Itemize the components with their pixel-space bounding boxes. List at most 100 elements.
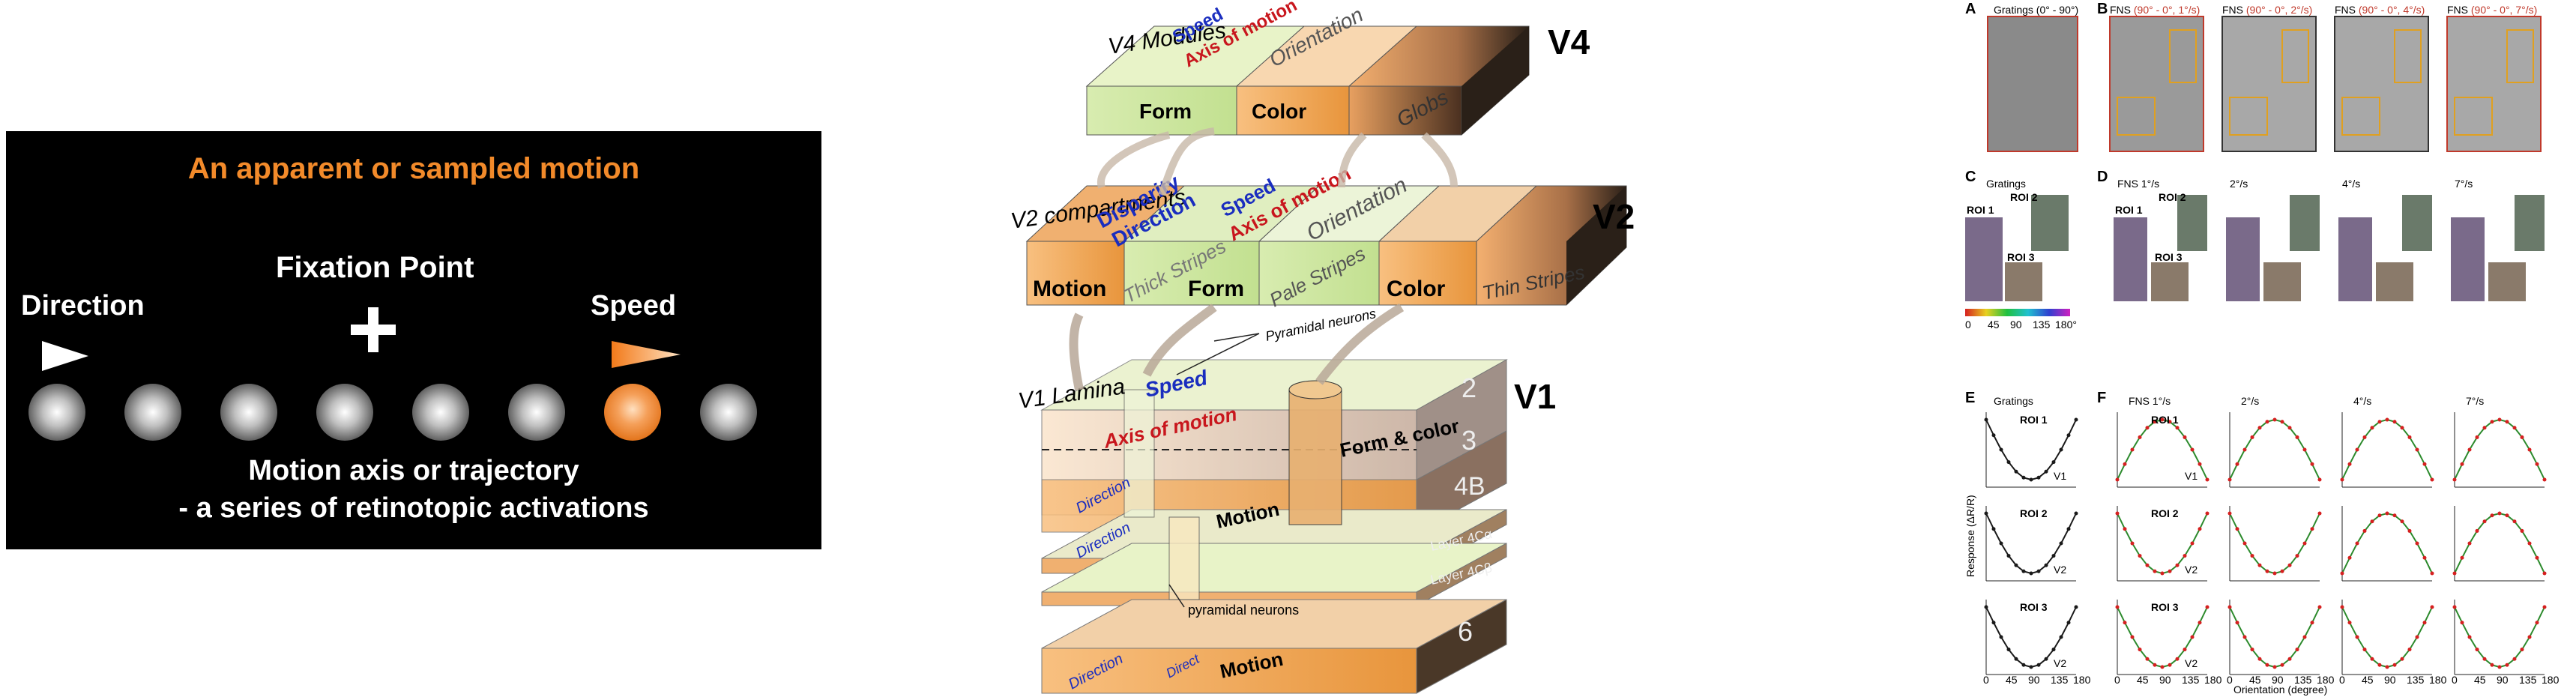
data-point <box>2257 563 2262 567</box>
panel-b-maps: FNS (90° - 0°, 1°/s)FNS (90° - 0°, 2°/s)… <box>2109 4 2542 152</box>
data-point <box>2168 663 2172 667</box>
sphere <box>316 384 373 441</box>
visual-pathway-diagram: V4 Modules Speed Axis of motion Orientat… <box>989 0 1814 696</box>
data-point <box>2317 605 2322 609</box>
data-point <box>2317 477 2322 482</box>
data-point <box>2250 435 2254 439</box>
colorbar-tick: 0 <box>1965 319 1971 331</box>
data-point <box>2467 447 2472 452</box>
data-point <box>2205 605 2209 609</box>
data-point <box>2175 426 2180 430</box>
data-point <box>2362 648 2367 652</box>
panel-f-title: FNS 1°/s <box>2129 395 2171 407</box>
x-tick: 180 <box>2204 674 2222 686</box>
data-point <box>2115 511 2120 516</box>
data-point <box>2235 462 2239 466</box>
data-point <box>2074 417 2078 422</box>
panel-a-map <box>1987 16 2078 152</box>
roi1-map <box>2114 217 2147 301</box>
data-point <box>2059 541 2063 546</box>
data-point <box>2505 420 2509 424</box>
data-point <box>2310 527 2314 531</box>
data-point <box>2059 447 2063 452</box>
panel-f-title: 4°/s <box>2353 395 2371 407</box>
data-point <box>2415 447 2419 452</box>
data-point <box>2535 621 2539 625</box>
roi-label: ROI 1 <box>2151 414 2179 426</box>
map-image <box>2446 16 2542 152</box>
data-point <box>2295 554 2299 558</box>
data-point <box>1999 447 2003 452</box>
panel-c-title: Gratings <box>1986 178 2026 190</box>
roi3-map <box>2005 262 2042 301</box>
panel-letter-a: A <box>1965 1 1976 17</box>
roi3-map <box>2151 262 2189 301</box>
data-point <box>2497 417 2502 422</box>
data-point <box>2505 513 2509 518</box>
v2-to-v4-arrows <box>1097 127 1458 196</box>
x-tick: 45 <box>2362 674 2374 686</box>
v2-label: V2 <box>1593 197 1635 236</box>
data-point <box>2520 648 2524 652</box>
data-point <box>2482 519 2487 524</box>
data-point <box>2377 513 2382 518</box>
data-point <box>2385 417 2389 422</box>
layer-3: 3 <box>1462 425 1476 456</box>
v2-color: Color <box>1387 277 1446 301</box>
data-point <box>2347 555 2352 560</box>
data-point <box>2370 519 2374 524</box>
data-point <box>2059 635 2063 639</box>
data-point <box>2153 663 2157 667</box>
data-point <box>1991 621 1996 625</box>
panel-b-title: FNS (90° - 0°, 2°/s) <box>2222 4 2312 16</box>
data-point <box>2452 477 2457 482</box>
map-image <box>2221 16 2317 152</box>
roi1-map <box>2451 217 2485 301</box>
data-point <box>2482 426 2487 430</box>
panel-d-title: 7°/s <box>2455 178 2473 190</box>
data-point <box>2272 571 2277 576</box>
data-point <box>2407 648 2412 652</box>
data-point <box>2422 462 2427 466</box>
map-image <box>2334 16 2429 152</box>
data-point <box>2347 462 2352 466</box>
data-point <box>2392 420 2397 424</box>
roi1-map <box>2226 217 2260 301</box>
v2-compartment-block <box>1025 185 1627 306</box>
area-label: V2 <box>2185 657 2198 669</box>
data-point <box>2400 657 2404 661</box>
data-point <box>2123 621 2127 625</box>
data-point <box>2145 563 2150 567</box>
data-point <box>2014 469 2018 474</box>
v1-label: V1 <box>1514 377 1556 416</box>
data-point <box>2377 420 2382 424</box>
data-point <box>2250 648 2254 652</box>
data-point <box>2051 648 2056 652</box>
data-point <box>2074 511 2078 516</box>
x-axis-label: Orientation (degree) <box>2233 684 2327 696</box>
data-point <box>2190 447 2195 452</box>
direction-arrow-icon <box>42 341 88 371</box>
data-point <box>2370 657 2374 661</box>
data-point <box>2138 435 2142 439</box>
data-point <box>2520 435 2524 439</box>
panel-letter-f: F <box>2097 390 2106 406</box>
x-tick: 135 <box>2519 674 2537 686</box>
data-point <box>2145 426 2150 430</box>
roi3-map <box>2488 262 2526 301</box>
data-point <box>2452 605 2457 609</box>
data-point <box>2535 462 2539 466</box>
data-point <box>2006 554 2011 558</box>
data-point <box>2205 511 2209 516</box>
area-label: V2 <box>2185 564 2198 576</box>
imaging-results-figure: A Gratings (0° - 90°) B FNS (90° - 0°, 1… <box>1964 0 2576 696</box>
data-point <box>2227 477 2232 482</box>
roi-box <box>2229 97 2268 136</box>
data-point <box>2302 541 2307 546</box>
data-point <box>2138 554 2142 558</box>
x-tick: 180 <box>2542 674 2560 686</box>
x-tick: 45 <box>2249 674 2261 686</box>
roi2-map <box>2515 195 2545 251</box>
roi-box <box>2169 29 2197 83</box>
